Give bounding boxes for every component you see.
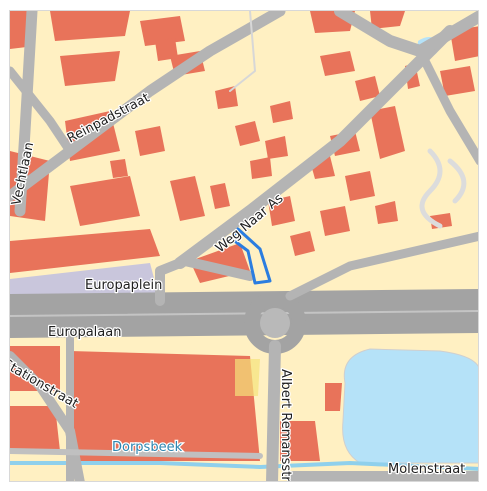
label-europaplein: Europaplein <box>85 278 162 293</box>
road <box>10 448 263 459</box>
building <box>320 206 350 236</box>
map-viewport[interactable]: Reinpadstraat Vechtlaan Weg Naar As Euro… <box>9 10 479 482</box>
building <box>155 38 178 61</box>
building <box>50 11 130 41</box>
stationstraat-road <box>10 351 85 481</box>
building <box>370 106 405 159</box>
roundabout-island <box>260 308 290 338</box>
footpath <box>447 158 467 204</box>
building <box>320 51 355 76</box>
europalaan-lane <box>10 310 478 317</box>
building <box>345 171 375 201</box>
reinpadstraat-road <box>10 11 286 202</box>
building <box>270 101 293 123</box>
label-europalaan: Europalaan <box>48 325 121 340</box>
building <box>440 66 475 96</box>
building <box>215 86 238 109</box>
label-dorpsbeek: Dorpsbeek <box>112 440 183 455</box>
dorpsbeek-stream <box>10 460 478 471</box>
footpath <box>419 148 443 229</box>
footpath <box>229 11 256 92</box>
europaplein-road <box>155 256 255 306</box>
road <box>334 11 478 57</box>
building <box>60 51 120 86</box>
pond-water <box>342 348 478 464</box>
building <box>355 76 380 101</box>
building-shopping-block <box>70 351 260 461</box>
europaplein-square <box>10 263 160 301</box>
building <box>375 201 398 224</box>
building <box>10 229 160 273</box>
building <box>70 176 140 226</box>
label-albert-remansstraat: Albert Remansstraat <box>278 369 293 482</box>
building <box>280 421 320 461</box>
building <box>268 196 295 226</box>
building <box>325 383 342 411</box>
label-molenstraat: Molenstraat <box>388 462 465 477</box>
building <box>10 346 60 391</box>
vechtlaan-road <box>14 11 38 217</box>
building <box>210 183 230 209</box>
building <box>235 121 260 146</box>
selected-parcel-outline[interactable] <box>230 227 272 285</box>
building <box>290 231 315 256</box>
building <box>135 126 165 156</box>
road <box>10 66 75 156</box>
building <box>170 176 205 221</box>
road <box>285 231 478 301</box>
building <box>10 406 60 451</box>
building <box>370 11 405 29</box>
road <box>415 46 478 166</box>
bus-platform <box>235 359 260 396</box>
roads-layer <box>10 11 478 481</box>
building <box>265 136 288 159</box>
building <box>250 157 272 179</box>
albert-remansstraat-road <box>266 340 281 481</box>
building <box>110 159 128 178</box>
